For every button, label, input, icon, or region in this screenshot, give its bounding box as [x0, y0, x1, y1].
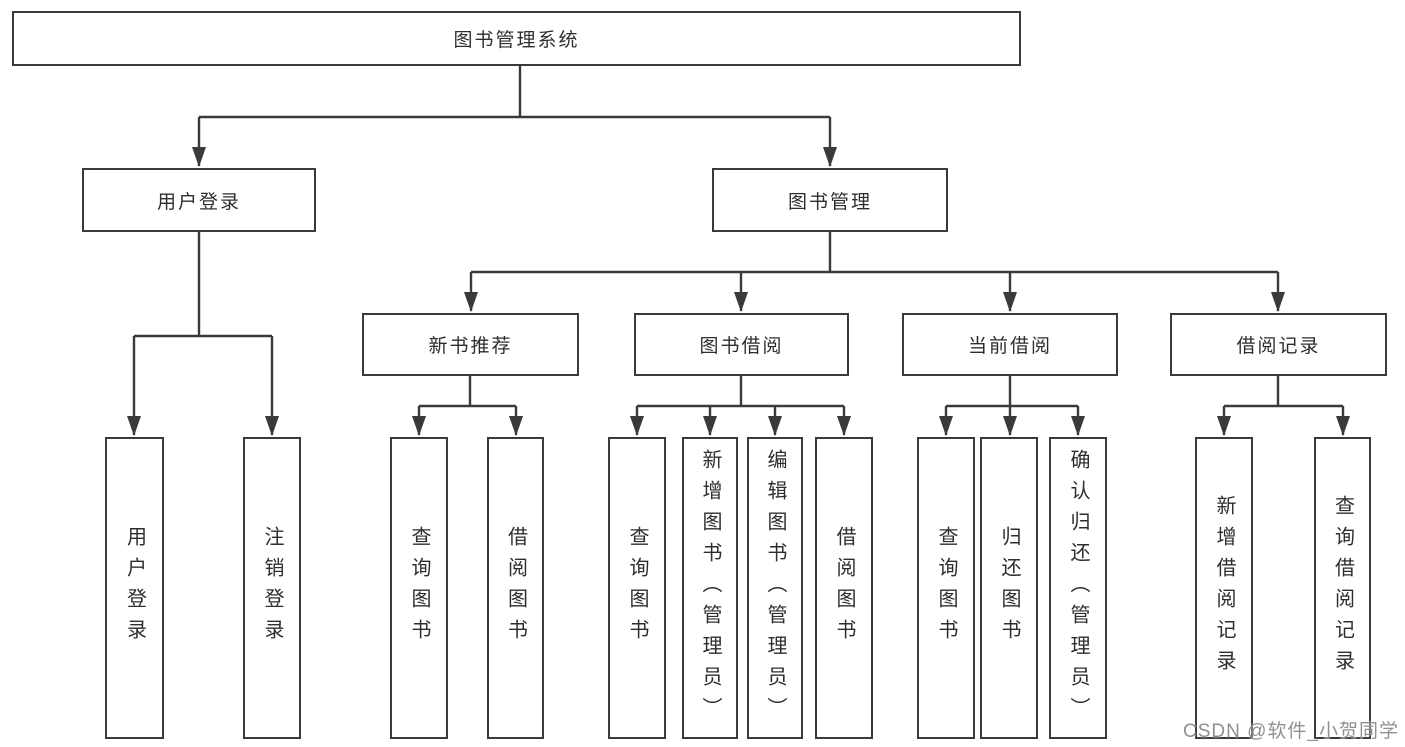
node-query-borrow-record: 查询借阅记录 [1314, 437, 1371, 739]
node-return-book: 归还图书 [980, 437, 1038, 739]
node-user-login: 用户登录 [82, 168, 316, 232]
node-logout-label: 注销登录 [261, 526, 283, 650]
node-borrow-books-recommend-label: 借阅图书 [504, 526, 527, 650]
node-query-books-recommend-label: 查询图书 [408, 526, 430, 650]
node-current-borrowing: 当前借阅 [902, 313, 1118, 376]
node-add-borrow-record-label: 新增借阅记录 [1213, 495, 1235, 681]
node-query-books-borrowing: 查询图书 [608, 437, 666, 739]
node-return-book-label: 归还图书 [998, 526, 1020, 650]
node-query-books-current: 查询图书 [917, 437, 975, 739]
node-book-borrowing: 图书借阅 [634, 313, 849, 376]
node-add-book-admin: 新增图书（管理员） [682, 437, 738, 739]
node-logout: 注销登录 [243, 437, 301, 739]
node-login-label: 用户登录 [123, 526, 146, 650]
node-borrowing-records: 借阅记录 [1170, 313, 1387, 376]
node-confirm-return-admin: 确认归还（管理员） [1049, 437, 1107, 739]
node-library-system: 图书管理系统 [12, 11, 1021, 66]
node-query-borrow-record-label: 查询借阅记录 [1331, 495, 1354, 681]
node-edit-book-admin-label: 编辑图书（管理员） [764, 448, 786, 728]
node-confirm-return-admin-label: 确认归还（管理员） [1067, 448, 1089, 728]
node-login: 用户登录 [105, 437, 164, 739]
node-borrow-books-borrowing: 借阅图书 [815, 437, 873, 739]
node-query-books-recommend: 查询图书 [390, 437, 448, 739]
node-query-books-current-label: 查询图书 [935, 526, 957, 650]
node-add-borrow-record: 新增借阅记录 [1195, 437, 1253, 739]
node-add-book-admin-label: 新增图书（管理员） [699, 448, 721, 728]
node-book-management: 图书管理 [712, 168, 948, 232]
node-borrow-books-recommend: 借阅图书 [487, 437, 544, 739]
node-query-books-borrowing-label: 查询图书 [626, 526, 648, 650]
node-borrow-books-borrowing-label: 借阅图书 [833, 526, 855, 650]
node-edit-book-admin: 编辑图书（管理员） [747, 437, 803, 739]
csdn-watermark: CSDN @软件_小贺同学 [1183, 721, 1399, 742]
node-new-book-recommendation: 新书推荐 [362, 313, 579, 376]
